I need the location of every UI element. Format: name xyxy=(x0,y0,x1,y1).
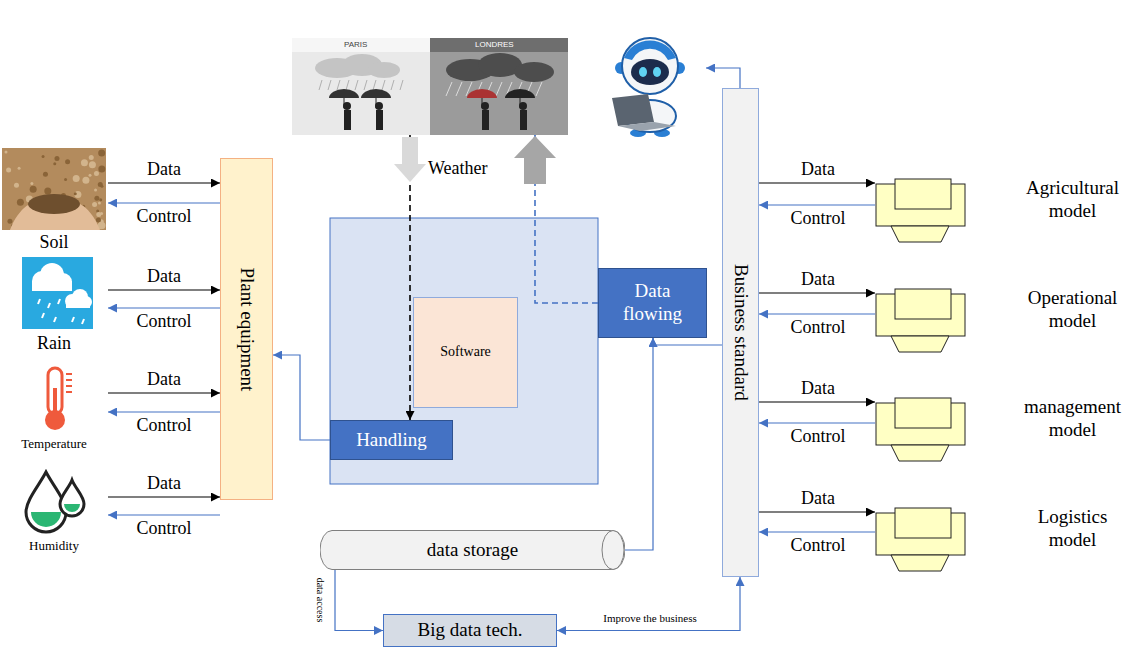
connector xyxy=(759,531,875,532)
connector xyxy=(108,307,220,308)
computer-icon xyxy=(875,176,967,244)
computer-icon xyxy=(875,286,967,354)
edge-label: Data xyxy=(801,378,835,400)
edge-label: Data xyxy=(801,159,835,181)
model-box: Operational model xyxy=(875,282,1137,354)
connector xyxy=(108,182,220,183)
connector xyxy=(108,202,220,203)
edge-label: Control xyxy=(136,311,191,333)
connector xyxy=(108,411,220,412)
robot-figure xyxy=(612,38,685,137)
connector xyxy=(625,338,653,550)
standard-band: Business standard xyxy=(722,88,759,577)
edge-label: Improve the business xyxy=(603,612,696,625)
edge-label: Control xyxy=(790,426,845,448)
storage-cylinder: data storage xyxy=(320,530,625,570)
sensor-icon: Rain xyxy=(0,255,108,359)
label-holder: Operational model xyxy=(1015,282,1130,338)
model-box: management model xyxy=(875,391,1137,463)
node-label: Rain xyxy=(0,333,108,355)
computer-icon xyxy=(875,395,967,463)
node-label: Agricultural model xyxy=(1015,177,1130,223)
connector xyxy=(108,496,220,497)
node-label: Data flowing xyxy=(607,280,698,326)
process-box: Data flowing xyxy=(598,268,707,338)
edge-label: Control xyxy=(790,317,845,339)
node-label: LONDRES xyxy=(475,40,514,50)
node-label: data storage xyxy=(427,539,518,562)
connector xyxy=(108,514,220,515)
system-panel xyxy=(330,218,598,484)
sensor-picture xyxy=(0,255,108,333)
edge-label: data access xyxy=(314,578,326,623)
node-label: Soil xyxy=(0,232,108,254)
process-box: Handling xyxy=(330,420,453,460)
process-box: Big data tech. xyxy=(383,614,557,647)
edge-label: Control xyxy=(136,415,191,437)
weather-illustration xyxy=(292,38,568,135)
computer-icon xyxy=(875,505,967,573)
connector xyxy=(759,511,875,512)
weather-picture: PARIS LONDRES xyxy=(292,38,568,135)
connector xyxy=(335,570,383,631)
node-label: Plant equipment xyxy=(235,267,258,391)
connector xyxy=(557,577,740,631)
node-label: Humidity xyxy=(0,538,108,554)
node-label: Temperature xyxy=(0,436,108,452)
edge-label: Control xyxy=(136,206,191,228)
connector xyxy=(759,182,875,183)
connector xyxy=(108,392,220,393)
robot-arrow xyxy=(706,68,740,88)
sensor-picture xyxy=(0,364,108,436)
caption-label: Weather xyxy=(428,158,488,180)
sensor-picture xyxy=(0,466,108,538)
edge-label: Data xyxy=(147,369,181,391)
edge-label: Control xyxy=(790,208,845,230)
connector xyxy=(759,422,875,423)
label-holder: Agricultural model xyxy=(1015,172,1130,228)
sensor-icon: Humidity xyxy=(0,466,108,564)
edge-label: Data xyxy=(801,488,835,510)
edge-label: Control xyxy=(136,518,191,540)
edge-label: Data xyxy=(147,159,181,181)
edge-label: Data xyxy=(147,266,181,288)
sensor-picture xyxy=(0,148,108,232)
sensor-icon: Soil xyxy=(0,148,108,254)
sensor-icon: Temperature xyxy=(0,364,108,460)
node-label: Business standard xyxy=(729,264,752,401)
equipment-band: Plant equipment xyxy=(220,158,273,500)
model-box: Agricultural model xyxy=(875,172,1137,244)
node-label: Logistics model xyxy=(1015,506,1130,552)
weather-in-arrow xyxy=(394,137,426,182)
edge-label: Control xyxy=(790,535,845,557)
process-box: Software xyxy=(413,297,518,408)
edge-label: Data xyxy=(147,473,181,495)
connector xyxy=(759,313,875,314)
connector xyxy=(759,204,875,205)
label-holder: management model xyxy=(1015,391,1130,447)
node-label: Big data tech. xyxy=(418,619,523,642)
node-label: Handling xyxy=(356,429,427,452)
node-label: PARIS xyxy=(344,40,367,50)
model-box: Logistics model xyxy=(875,501,1137,573)
edge-label: Data xyxy=(801,269,835,291)
node-label: Operational model xyxy=(1015,287,1130,333)
node-label: management model xyxy=(1015,396,1130,442)
connector xyxy=(273,355,330,440)
connector xyxy=(759,292,875,293)
label-holder: Logistics model xyxy=(1015,501,1130,557)
connector xyxy=(108,289,220,290)
weather-out-arrow xyxy=(514,136,556,184)
node-label: Software xyxy=(440,344,491,361)
connector xyxy=(653,338,722,345)
connector xyxy=(759,401,875,402)
